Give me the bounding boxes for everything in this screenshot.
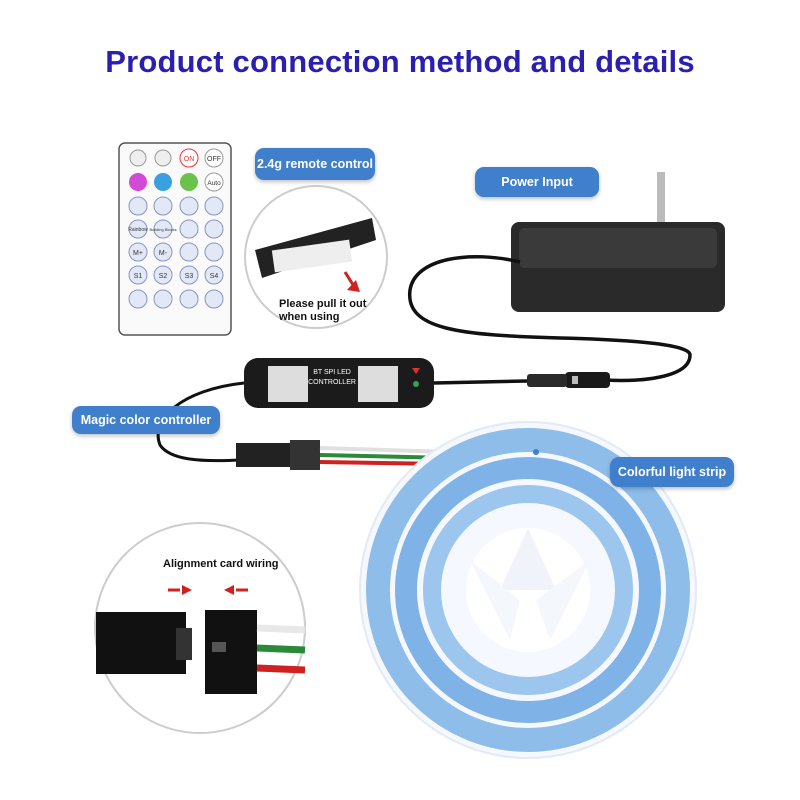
- remote-s4-label: S4: [210, 273, 219, 280]
- controller-label: Magic color controller: [72, 406, 220, 434]
- led-controller: BT SPI LED CONTROLLER: [156, 358, 528, 463]
- remote-s3-label: S3: [185, 273, 194, 280]
- remote-auto-label: Auto: [207, 180, 221, 187]
- remote-mminus-label: M-: [159, 250, 168, 257]
- page-title: Product connection method and details: [105, 44, 695, 79]
- remote-mplus-label: M+: [133, 250, 143, 257]
- remote-on-label: ON: [184, 156, 195, 163]
- strip-label: Colorful light strip: [610, 457, 734, 487]
- wiring-note: Alignment card wiring: [163, 558, 279, 570]
- wiring-detail: [94, 522, 306, 734]
- remote-s1-label: S1: [134, 273, 143, 280]
- controller-text-line1: BT SPI LED: [313, 369, 351, 376]
- power-input-label: Power Input: [475, 167, 599, 197]
- remote-rainbow-label: Rainbow: [128, 227, 148, 233]
- controller-text-line2: CONTROLLER: [308, 379, 356, 386]
- power-adapter: [408, 172, 725, 383]
- remote-s2-label: S2: [159, 273, 168, 280]
- remote-building-label: Building Blocks: [149, 227, 176, 232]
- pull-note: Please pull it out when using: [279, 298, 367, 323]
- remote-control: ON OFF Auto Rainbow Building Blocks M+ M…: [118, 142, 232, 336]
- remote-off-label: OFF: [207, 156, 221, 163]
- remote-label: 2.4g remote control: [255, 148, 375, 180]
- led-strip-reel: [359, 421, 697, 759]
- dc-connector: [527, 372, 610, 388]
- battery-tab-detail: [244, 185, 388, 329]
